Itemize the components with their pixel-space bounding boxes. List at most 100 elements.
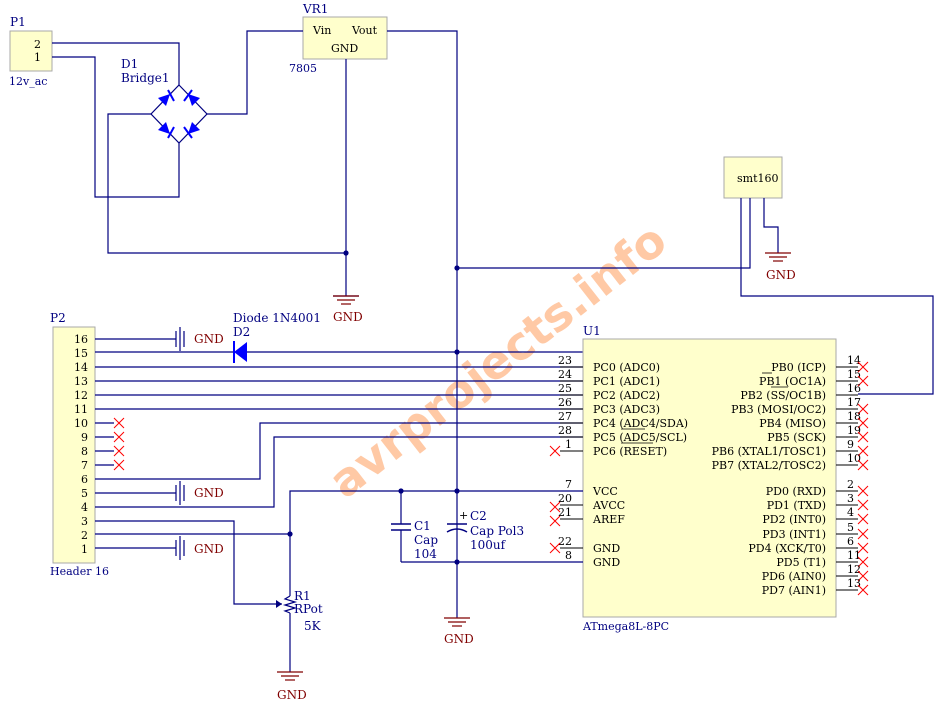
u1-right-pin-name: PB3 (MOSI/OC2) [731, 403, 826, 416]
gnd-symbol-c2: GND [444, 617, 474, 646]
u1-left-pin-name: PC2 (ADC2) [593, 389, 660, 402]
u1-right-pin-name: PB0 (ICP) [771, 361, 826, 374]
u1-right-nc-mark [857, 431, 869, 443]
u1-body [582, 338, 837, 618]
u1-right-pin-name: PD6 (AIN0) [762, 570, 826, 583]
p2-pin-number: 7 [81, 459, 88, 472]
d1-bridge[interactable]: D1 Bridge1 [121, 57, 208, 144]
u1-right-nc-mark [857, 542, 869, 554]
smt160-sensor[interactable]: smt160 [723, 156, 783, 199]
p2-pin-number: 13 [74, 375, 88, 388]
p2-pin-number: 16 [74, 333, 88, 346]
p1-value: 12v_ac [9, 75, 47, 88]
u1-right-nc-mark [857, 403, 869, 415]
u1-left-pin-name: PC5 (ADC5/SCL) [593, 431, 687, 444]
p2-pin-number: 6 [81, 473, 88, 486]
u1-left-pin-name: GND [593, 542, 620, 555]
decoupling-wires [289, 490, 583, 672]
u1-left-pin-number: 22 [558, 535, 572, 548]
u1-right-nc-mark [857, 528, 869, 540]
u1-right-pin-number: 2 [847, 478, 854, 491]
d2-diode[interactable]: Diode 1N4001 D2 [233, 311, 321, 363]
u1-left-pin-number: 21 [558, 506, 572, 519]
c1-cap: 104 [414, 547, 437, 561]
p2-pin-number: 11 [74, 403, 88, 416]
u1-right-pin-number: 12 [847, 563, 861, 576]
gnd-symbol-r1: GND [277, 671, 307, 702]
u1-right-nc-mark [857, 485, 869, 497]
p2-gnd-caps: GND GND GND [175, 327, 224, 560]
vr1-value: 7805 [289, 62, 317, 75]
p2-pin-number: 3 [81, 515, 88, 528]
u1-right-nc-mark [857, 445, 869, 457]
u1-left-pin-number: 26 [558, 396, 572, 409]
p2-pin-number: 4 [81, 501, 88, 514]
d2-value: Diode 1N4001 [233, 311, 321, 325]
u1-right-pin-number: 11 [847, 549, 861, 562]
d2-ref: D2 [233, 325, 250, 339]
r1-ref: R1 [294, 589, 311, 603]
u1-left-nc-marks [549, 445, 561, 554]
c1-ref: C1 [414, 519, 431, 533]
smt160-label: smt160 [737, 172, 779, 185]
vr1-regulator[interactable]: VR1 7805 Vin Vout GND [289, 2, 388, 75]
u1-left-pin-name: AVCC [592, 499, 625, 512]
smt160-body [723, 156, 783, 199]
c2-cap: 100uf [470, 538, 507, 552]
u1-left-pin-number: 8 [565, 549, 572, 562]
u1-right-pin-number: 5 [847, 521, 854, 534]
gnd-label-p2-1: GND [194, 542, 224, 556]
c2-capacitor[interactable]: + C2 Cap Pol3 100uf [446, 509, 524, 552]
gnd-symbol-vr1: GND [333, 295, 363, 324]
u1-left-pin-number: 23 [558, 354, 572, 367]
c2-value: Cap Pol3 [470, 524, 524, 538]
u1-right-pin-number: 6 [847, 535, 854, 548]
u1-right-nc-mark [857, 375, 869, 387]
u1-right-nc-mark [857, 513, 869, 525]
r1-value: RPot [294, 602, 323, 616]
d1-diamond [150, 84, 208, 144]
p2-pin-number: 1 [81, 543, 88, 556]
u1-right-nc-mark [857, 499, 869, 511]
gnd-label-vr1: GND [333, 310, 363, 324]
u1-right-pin-number: 10 [847, 452, 861, 465]
u1-right-pin-number: 17 [847, 396, 861, 409]
u1-left-pin-name: PC6 (RESET) [593, 445, 667, 458]
u1-right-pin-name: PD4 (XCK/T0) [748, 542, 826, 555]
r1-potentiometer[interactable]: R1 RPot 5K [276, 589, 323, 633]
u1-right-pin-name: PD0 (RXD) [766, 485, 826, 498]
u1-value: ATmega8L-8PC [582, 620, 669, 633]
u1-right-pin-name: PD1 (TXD) [767, 499, 826, 512]
u1-left-pin-number: 24 [558, 368, 572, 381]
p2-ref: P2 [50, 311, 66, 325]
u1-left-pin-number: 1 [565, 438, 572, 451]
u1-right-nc-mark [857, 417, 869, 429]
vr1-vin: Vin [312, 24, 331, 37]
u1-left-pin-number: 27 [558, 410, 572, 423]
p1-pin-2: 2 [34, 38, 41, 51]
u1-left-pin-name: PC3 (ADC3) [593, 403, 660, 416]
p2-pin-number: 10 [74, 417, 88, 430]
u1-right-nc-mark [857, 570, 869, 582]
u1-left-pin-number: 20 [558, 492, 572, 505]
u1-right-pin-name: PD3 (INT1) [762, 528, 826, 541]
d1-ref: D1 [121, 57, 138, 71]
p2-pin-number: 14 [74, 361, 88, 374]
vr1-vout: Vout [351, 24, 378, 37]
p1-connector[interactable]: P1 12v_ac 2 1 [9, 15, 53, 88]
c2-ref: C2 [470, 509, 487, 523]
p2-pin-number: 12 [74, 389, 88, 402]
u1-right-pin-name: PB7 (XTAL2/TOSC2) [712, 459, 826, 472]
c2-plus: + [459, 509, 468, 522]
u1-right-pin-name: PB4 (MISO) [759, 417, 826, 430]
c1-capacitor[interactable]: C1 Cap 104 [391, 519, 438, 561]
u1-left-pin-name: AREF [592, 513, 625, 526]
d1-diode-a [158, 94, 170, 106]
p2-pin-number: 8 [81, 445, 88, 458]
u1-right-nc-mark [857, 361, 869, 373]
